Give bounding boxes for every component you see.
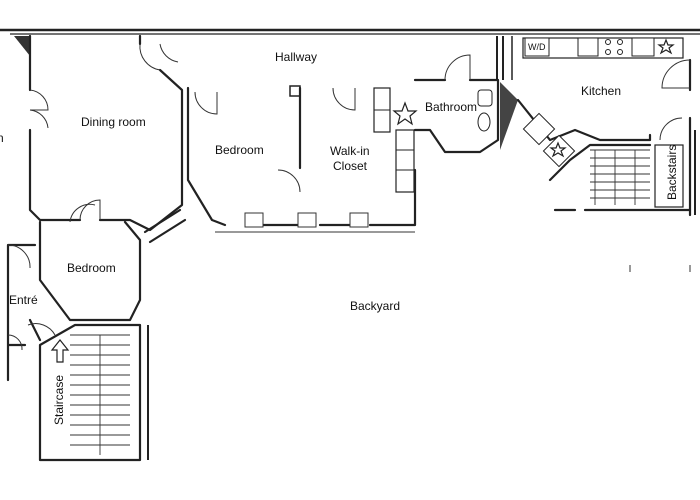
- entre-door-3: [7, 334, 23, 351]
- bathroom-shaft: [500, 82, 518, 150]
- label-backyard: Backyard: [350, 299, 400, 313]
- label-walk-in-line2: Closet: [333, 159, 368, 173]
- entre-door: [7, 244, 31, 269]
- entre-door-2: [27, 323, 56, 336]
- dining-door-left: [29, 89, 49, 111]
- stove-burners-icon: [605, 39, 623, 55]
- kitchen-door: [661, 59, 691, 89]
- window-3: [349, 212, 369, 228]
- label-hallway: Hallway: [275, 50, 317, 64]
- bedroom-top-walls: [186, 86, 417, 227]
- up-arrow-icon: [50, 339, 70, 363]
- dining-door-top: [139, 43, 161, 71]
- label-kitchen: Kitchen: [581, 84, 621, 98]
- star-icon: [549, 141, 567, 158]
- fridge: [577, 37, 599, 57]
- kitchen-sink-top: [631, 37, 655, 57]
- dining-door-bottom: [79, 199, 101, 221]
- corner-triangle: [14, 36, 30, 56]
- dining-door-left-2: [29, 109, 49, 129]
- backstairs-walls: [548, 143, 692, 212]
- backstairs-rail: [654, 144, 684, 208]
- kitchen-stove-angled: [542, 134, 576, 168]
- window-2: [297, 212, 317, 228]
- label-washer-dryer: W/D: [528, 42, 546, 52]
- bathroom-door: [444, 54, 471, 81]
- exterior-top-wall: [0, 28, 700, 35]
- kitchen-counter-angled: [522, 112, 556, 146]
- bedroom-top-door-2: [277, 169, 301, 193]
- diagonal-passage: [143, 208, 187, 244]
- backstairs-steps: [590, 149, 650, 205]
- label-entre: Entré: [9, 293, 38, 307]
- label-walk-in-line1: Walk-in: [330, 144, 370, 158]
- closet-shelf-right: [395, 129, 415, 193]
- window-1: [244, 212, 264, 228]
- label-backstairs: Backstairs: [665, 145, 679, 200]
- sink: [477, 89, 493, 107]
- washer-dryer: [524, 37, 550, 57]
- label-bathroom: Bathroom: [425, 100, 477, 114]
- column: [289, 85, 301, 97]
- staircase-steps: [70, 334, 130, 455]
- dining-door-top-2: [159, 43, 179, 63]
- bedroom-top-door: [194, 91, 218, 115]
- label-staircase: Staircase: [52, 375, 66, 425]
- label-bedroom-lower: Bedroom: [67, 261, 116, 275]
- dining-room-walls: [28, 34, 184, 232]
- bedroom-lower-door: [69, 203, 96, 223]
- closet-door: [332, 87, 356, 111]
- staircase-walls: [38, 323, 142, 462]
- toilet: [477, 112, 491, 132]
- star-icon: [657, 38, 675, 55]
- kitchen-door-2: [659, 117, 683, 141]
- star-icon: [392, 101, 418, 126]
- label-dining-room: Dining room: [81, 115, 146, 129]
- entre-walls: [6, 243, 42, 382]
- bedroom-lower-walls: [38, 220, 142, 322]
- label-bedroom-top: Bedroom: [215, 143, 264, 157]
- label-cut-off: n: [0, 131, 4, 145]
